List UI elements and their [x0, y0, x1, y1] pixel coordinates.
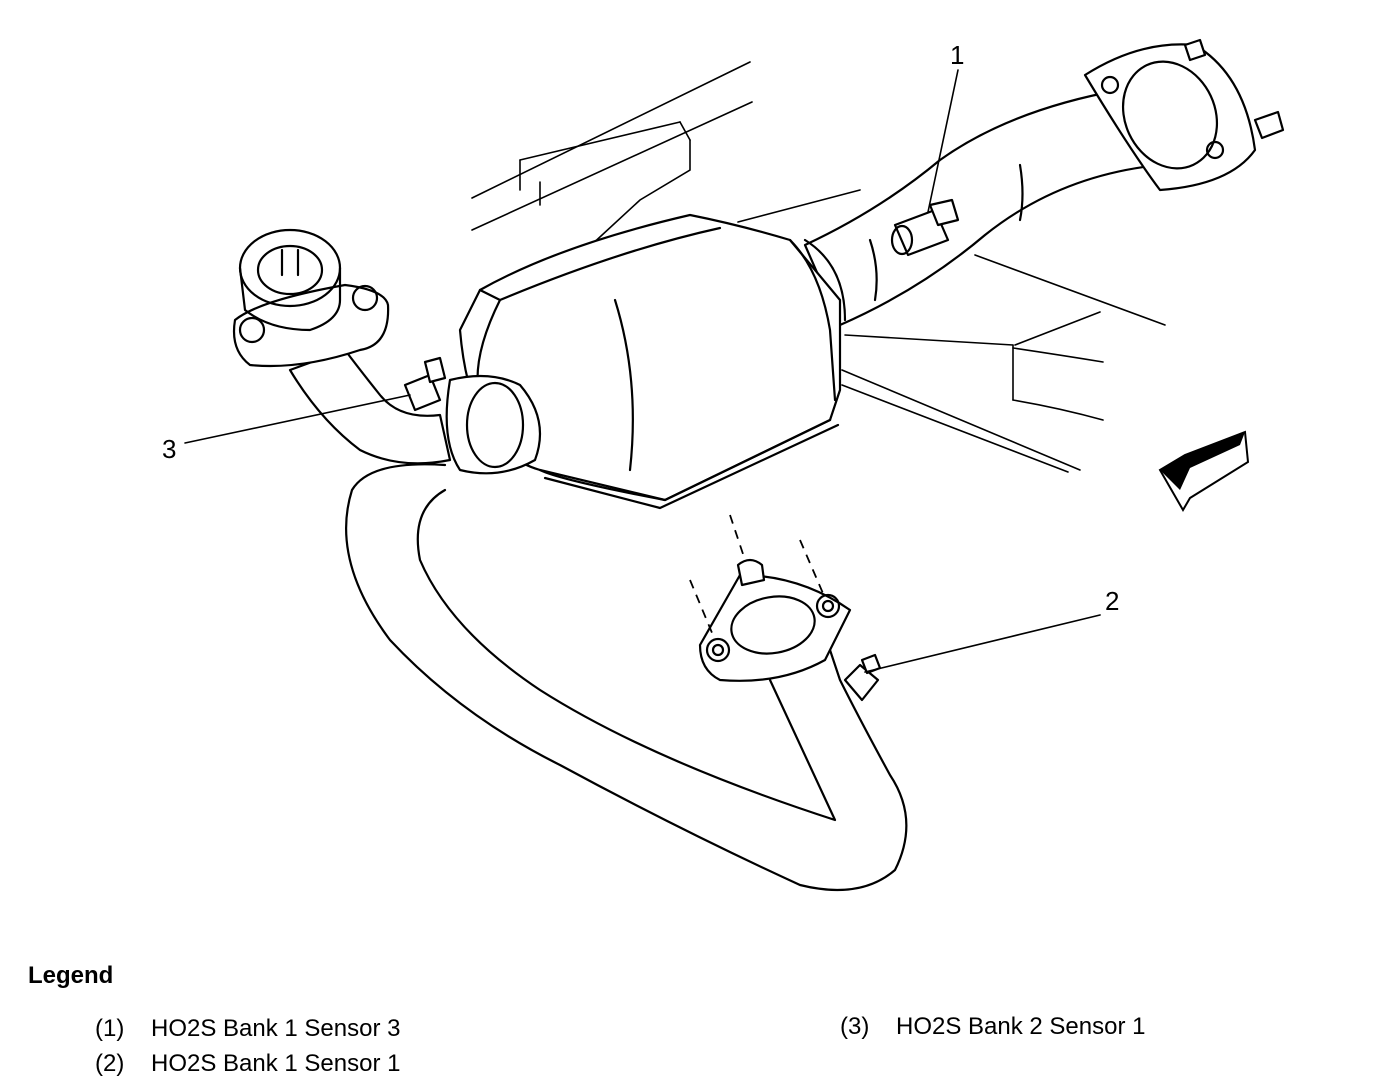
rear-flange — [1083, 43, 1257, 192]
legend-item-number: (1) — [95, 1015, 125, 1042]
right-flange — [689, 514, 852, 682]
catalytic-converter — [445, 213, 847, 510]
front-arrow-icon — [1158, 430, 1250, 512]
legend-item-1: (1) HO2S Bank 1 Sensor 3 — [95, 1015, 400, 1043]
legend-item-text: HO2S Bank 1 Sensor 3 — [151, 1015, 401, 1042]
legend-item-3: (3) HO2S Bank 2 Sensor 1 — [840, 1013, 1145, 1041]
legend-item-2: (2) HO2S Bank 1 Sensor 1 — [95, 1050, 400, 1078]
left-flange — [232, 283, 390, 368]
frame-lines — [471, 61, 1166, 473]
rear-pipe — [803, 38, 1285, 327]
legend-item-text: HO2S Bank 2 Sensor 1 — [896, 1013, 1146, 1040]
legend-item-number: (2) — [95, 1050, 125, 1077]
callout-1: 1 — [950, 40, 964, 70]
crossover-pipe — [345, 463, 908, 892]
exhaust-illustration: 1 2 3 — [162, 38, 1285, 892]
legend-item-number: (3) — [840, 1013, 870, 1040]
exhaust-diagram: 1 2 3 — [162, 38, 1285, 892]
callout-3: 3 — [162, 434, 176, 464]
leader-lines — [184, 69, 1101, 673]
callout-2: 2 — [1105, 586, 1119, 616]
ho2s-sensor-1 — [890, 198, 960, 257]
legend-title: Legend — [28, 962, 114, 989]
legend-item-text: HO2S Bank 1 Sensor 1 — [151, 1050, 401, 1077]
left-front-pipe — [232, 228, 452, 465]
ho2s-sensor-2 — [843, 653, 882, 702]
